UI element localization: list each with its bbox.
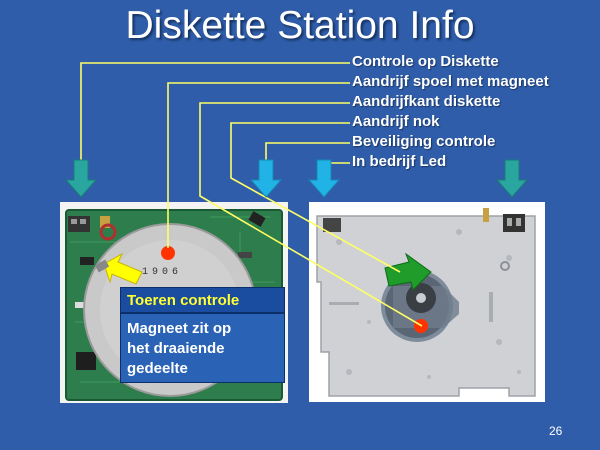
- page-number: 26: [549, 424, 562, 438]
- red-dot-marker-icon: [161, 246, 175, 260]
- down-arrow-icon: [251, 160, 281, 197]
- callout-heading: Toeren controle: [120, 287, 285, 313]
- label-aandrijf-spoel: Aandrijf spoel met magneet: [352, 72, 549, 92]
- slide-title: Diskette Station Info: [0, 4, 600, 48]
- red-dot-marker-icon: [414, 319, 428, 333]
- callout-body: Magneet zit op het draaiende gedeelte: [120, 313, 285, 383]
- label-list: Controle op Diskette Aandrijf spoel met …: [352, 52, 549, 172]
- leader-line-controle: [81, 63, 350, 160]
- down-arrow-icon: [309, 160, 339, 197]
- label-in-bedrijf-led: In bedrijf Led: [352, 152, 549, 172]
- label-beveiliging-controle: Beveiliging controle: [352, 132, 549, 152]
- label-aandrijfkant-diskette: Aandrijfkant diskette: [352, 92, 549, 112]
- callout-line: Magneet zit op: [127, 319, 278, 339]
- photo-drive-frame: [309, 202, 545, 402]
- label-controle-op-diskette: Controle op Diskette: [352, 52, 549, 72]
- callout-line: het draaiende: [127, 339, 278, 359]
- callout-line: gedeelte: [127, 359, 278, 379]
- leader-line-beveiliging: [266, 143, 350, 160]
- down-arrow-icon: [66, 160, 96, 197]
- label-aandrijf-nok: Aandrijf nok: [352, 112, 549, 132]
- photo-disc-label: 1906: [142, 267, 182, 278]
